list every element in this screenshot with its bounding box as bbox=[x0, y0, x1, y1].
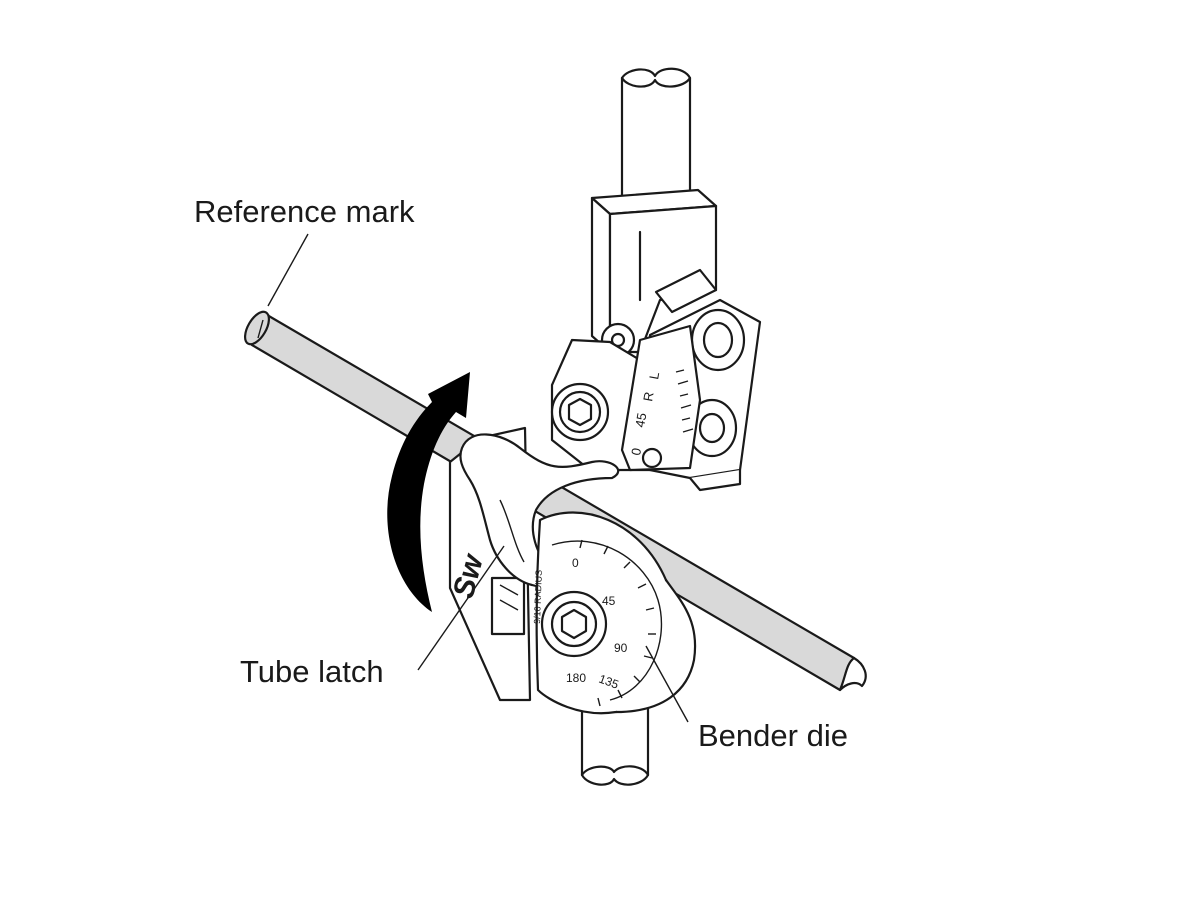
die-scale-90: 90 bbox=[614, 641, 628, 655]
tube-latch-label: Tube latch bbox=[240, 654, 384, 689]
roller-scale-0: 0 bbox=[628, 447, 644, 457]
die-radius-text: 9/16 RADIUS bbox=[532, 570, 544, 624]
roller-scale-plate: 0 45 R L bbox=[620, 324, 702, 472]
roller-scale-l: L bbox=[646, 371, 662, 381]
die-degree-ticks bbox=[579, 539, 656, 707]
leader-lines bbox=[267, 233, 689, 723]
die-scale-0: 0 bbox=[572, 556, 579, 570]
tube bbox=[243, 310, 867, 692]
tube-latch-part bbox=[459, 433, 620, 588]
roller-scale-45: 45 bbox=[632, 412, 649, 429]
tube-latch-leader bbox=[417, 545, 505, 671]
rotation-arrow bbox=[387, 372, 470, 612]
bender-die-label: Bender die bbox=[698, 718, 848, 753]
bender-die-part: 0 45 90 135 180 9/16 RADIUS bbox=[532, 511, 697, 715]
die-scale-45: 45 bbox=[602, 594, 616, 608]
reference-mark-leader bbox=[267, 233, 309, 307]
die-scale-180: 180 bbox=[566, 671, 586, 685]
reference-mark-label: Reference mark bbox=[194, 194, 415, 229]
die-scale-135: 135 bbox=[597, 672, 621, 692]
upper-rod bbox=[620, 67, 692, 202]
roller-scale-r: R bbox=[640, 391, 656, 403]
bender-die-leader bbox=[645, 645, 689, 723]
